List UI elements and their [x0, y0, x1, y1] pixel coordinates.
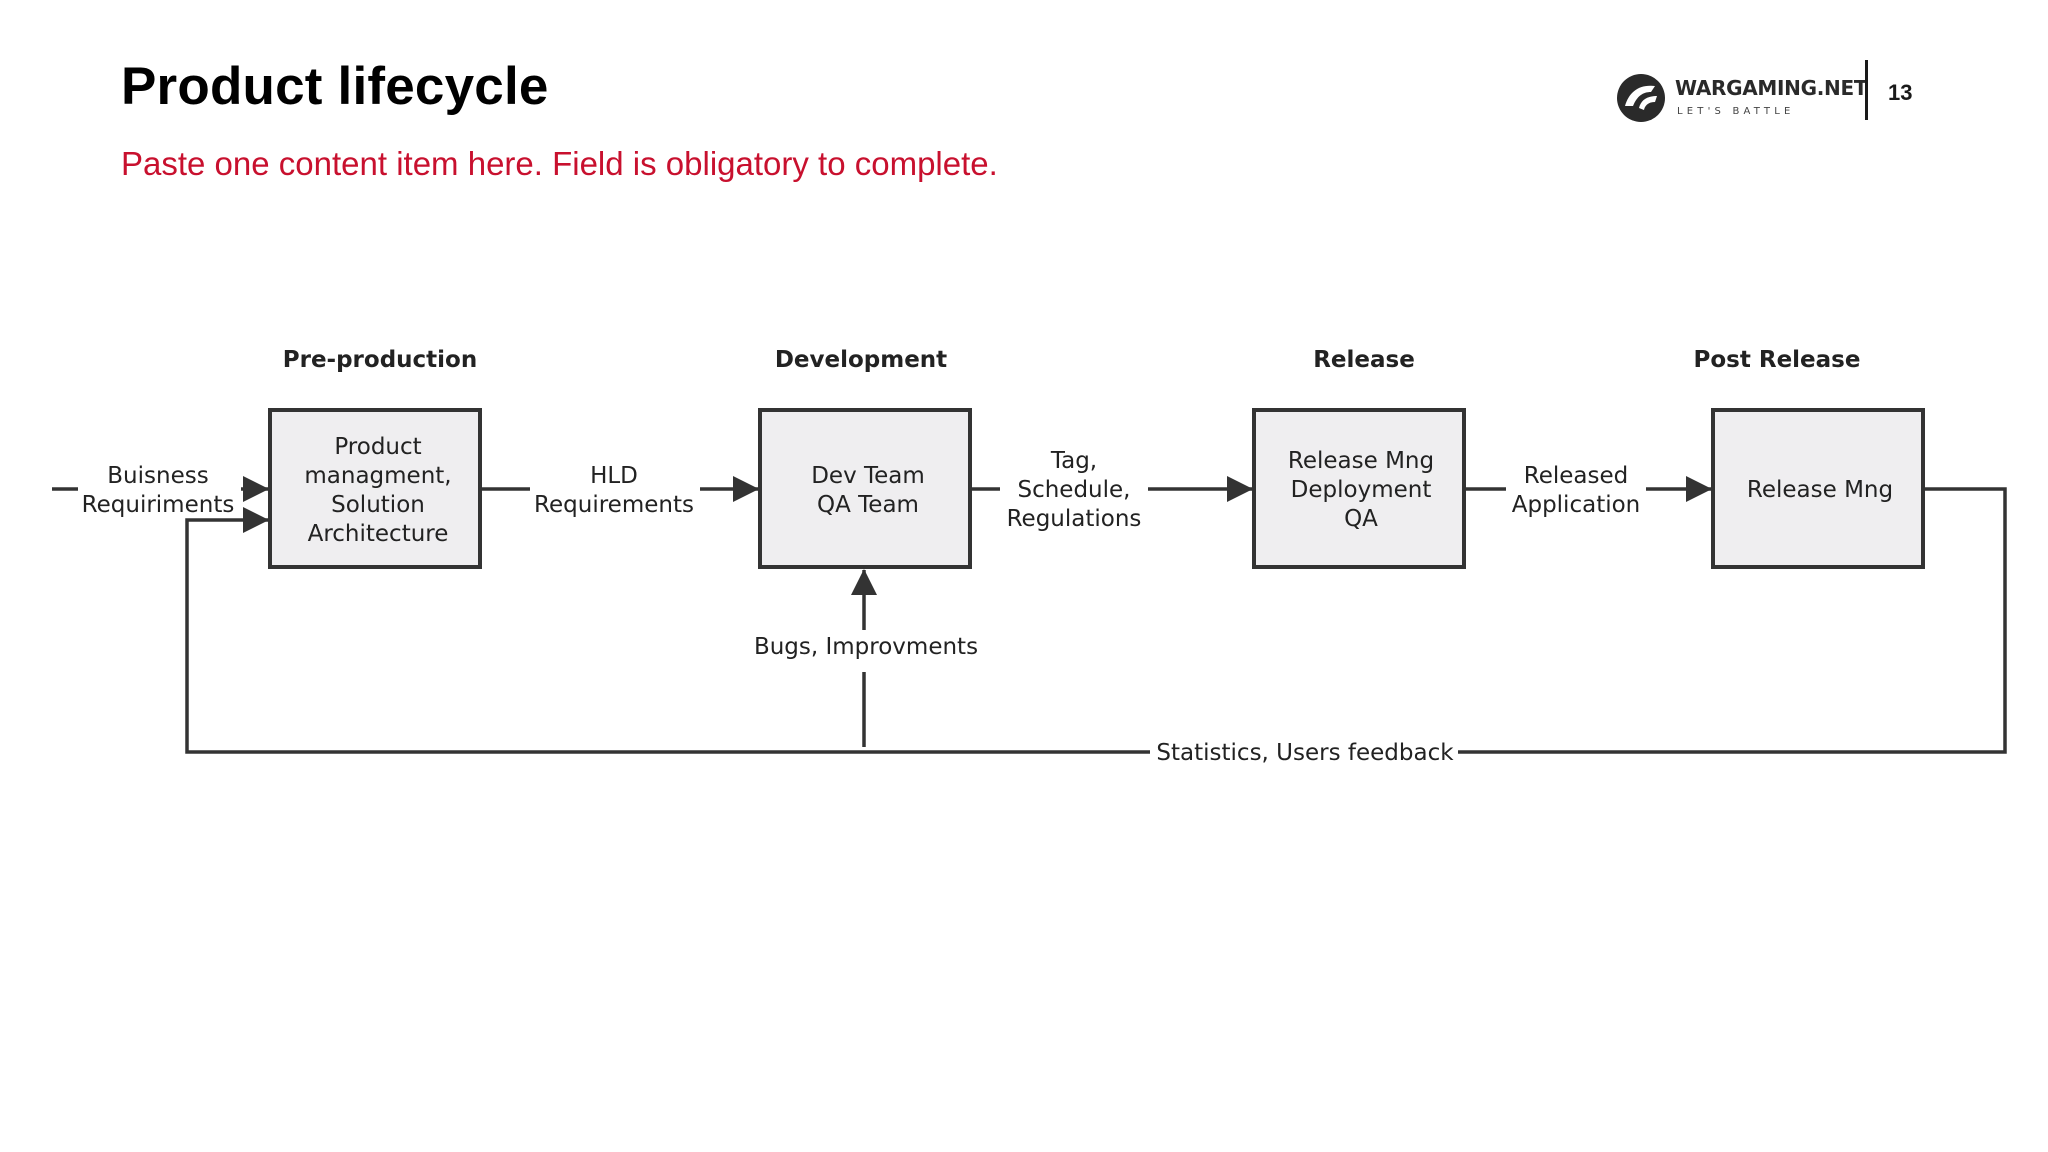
- connector-feedback-loop: [1458, 487, 2007, 754]
- box-pre-production-line: Product: [334, 434, 421, 460]
- stage-title-development: Development: [775, 347, 947, 373]
- page-title: Product lifecycle: [121, 57, 549, 116]
- box-post-release: [1711, 408, 1925, 569]
- subtitle: Paste one content item here. Field is ob…: [121, 145, 998, 182]
- box-release-line: Release Mng: [1288, 448, 1434, 474]
- label-statistics-feedback: Statistics, Users feedback: [1156, 740, 1454, 766]
- box-post-release-line: Release Mng: [1747, 477, 1893, 503]
- stage-title-pre-production: Pre-production: [283, 347, 477, 373]
- label-released-application: Released: [1524, 463, 1628, 489]
- stage-title-post-release: Post Release: [1694, 347, 1861, 373]
- brand-logo: WARGAMING.NET LET'S BATTLE: [1615, 72, 1867, 128]
- label-tag-schedule: Schedule,: [1017, 477, 1130, 503]
- box-pre-production-line: Architecture: [308, 521, 449, 547]
- box-release: [1252, 408, 1466, 569]
- label-hld-requirements: HLD: [590, 463, 638, 489]
- box-release-line: Deployment: [1291, 477, 1432, 503]
- label-bugs-improvements: Bugs, Improvments: [754, 634, 978, 660]
- brand-tagline: LET'S BATTLE: [1677, 106, 1795, 117]
- label-tag-schedule: Regulations: [1007, 506, 1142, 532]
- box-development: [758, 408, 972, 569]
- page-number: 13: [1888, 80, 1913, 105]
- label-tag-schedule: Tag,: [1050, 448, 1097, 474]
- brand-name: WARGAMING.NET: [1675, 76, 1868, 100]
- label-business-requirements: Requiriments: [82, 492, 235, 518]
- connector-feedback-loop: [185, 507, 1150, 754]
- header-divider: [1865, 60, 1868, 120]
- label-business-requirements: Buisness: [107, 463, 208, 489]
- stage-title-release: Release: [1313, 347, 1415, 373]
- box-release-line: QA: [1344, 506, 1378, 532]
- label-hld-requirements: Requirements: [534, 492, 694, 518]
- box-pre-production-line: Solution: [331, 492, 425, 518]
- label-released-application: Application: [1512, 492, 1641, 518]
- wargaming-logo-icon: [1617, 74, 1665, 122]
- box-development-line: QA Team: [817, 492, 919, 518]
- box-development-line: Dev Team: [811, 463, 925, 489]
- box-pre-production-line: managment,: [304, 463, 451, 489]
- box-pre-production: [268, 408, 482, 569]
